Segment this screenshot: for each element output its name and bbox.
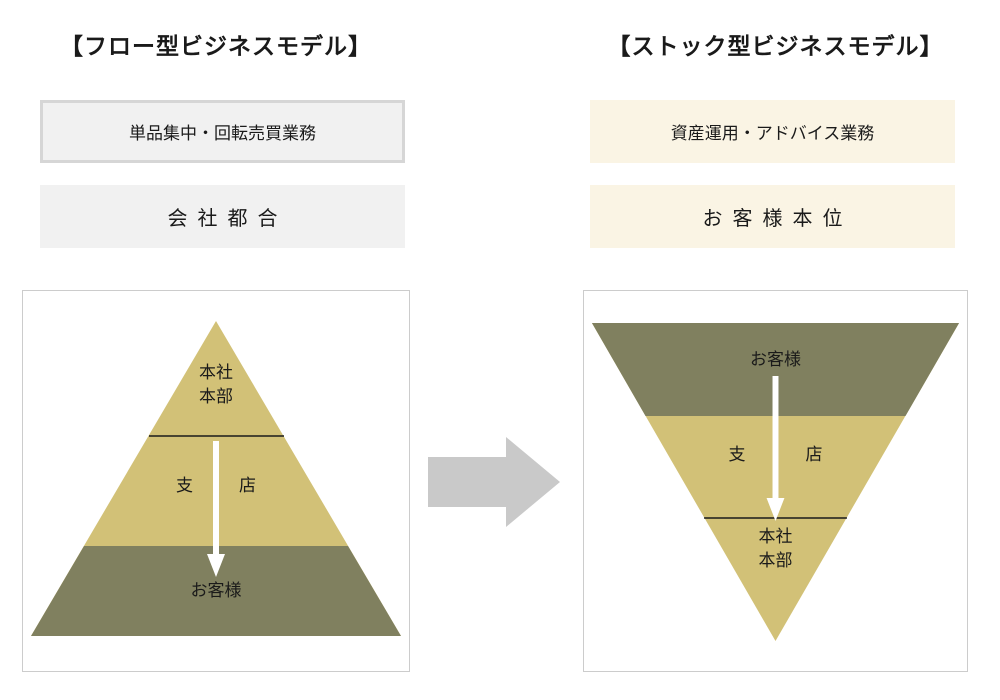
flow-business-box: 単品集中・回転売買業務 bbox=[40, 100, 405, 163]
stock-business-box: 資産運用・アドバイス業務 bbox=[590, 100, 955, 163]
downward-arrow-head bbox=[207, 554, 225, 577]
stock-model-title: 【ストック型ビジネスモデル】 bbox=[607, 33, 944, 59]
stock-middle-label: 支店 bbox=[728, 445, 883, 464]
stock-top-label: お客様 bbox=[750, 350, 801, 369]
stock-pyramid-graphic bbox=[591, 323, 960, 641]
flow-model-title: 【フロー型ビジネスモデル】 bbox=[60, 33, 372, 59]
flow-top-label: 本社 本部 bbox=[199, 363, 233, 406]
flow-middle-label: 支店 bbox=[176, 476, 302, 495]
downward-arrow-head bbox=[766, 498, 785, 521]
stock-bottom-label: 本社 本部 bbox=[758, 527, 793, 570]
pyramid-customer-band bbox=[31, 546, 401, 636]
pyramid-customer-band bbox=[591, 323, 960, 416]
stock-pyramid-panel: お客様 支店 本社 本部 bbox=[583, 290, 968, 672]
flow-pyramid-graphic bbox=[31, 321, 401, 636]
stock-stance-box: お客様本位 bbox=[590, 185, 955, 248]
flow-pyramid-panel: 本社 本部 支店 お客様 bbox=[22, 290, 410, 672]
flow-stance-box: 会社都合 bbox=[40, 185, 405, 248]
right-arrow-icon bbox=[428, 437, 560, 527]
flow-bottom-label: お客様 bbox=[190, 581, 242, 600]
